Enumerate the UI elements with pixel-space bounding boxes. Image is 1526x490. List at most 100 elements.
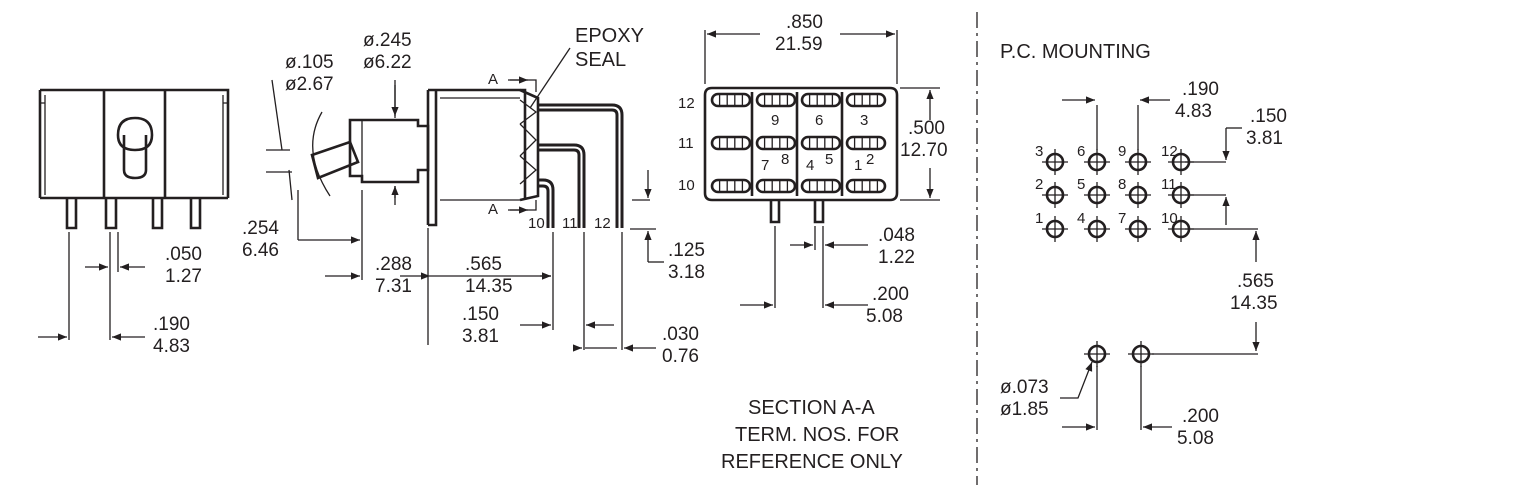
term-num-3: 3 [860, 112, 868, 129]
pc-hole-number: 3 [1035, 143, 1043, 160]
section-height-mm: 12.70 [900, 140, 948, 161]
term-label-12: 12 [594, 215, 611, 232]
handle-dia-mm: ø2.67 [285, 74, 334, 95]
contact-rows [710, 92, 887, 194]
pc-hole [1042, 216, 1068, 242]
pc-hole [1125, 149, 1151, 175]
pc-hole [1084, 216, 1110, 242]
mount-hole [1128, 341, 1154, 367]
contact-slot [800, 92, 842, 108]
contact-slot [755, 92, 797, 108]
pc-hole [1168, 182, 1194, 208]
pc-hole-number: 12 [1161, 143, 1178, 160]
pin-width-mm: 1.22 [878, 247, 915, 268]
row-label-11: 11 [678, 135, 694, 152]
term-num-6: 6 [815, 112, 823, 129]
term-label-11: 11 [562, 215, 578, 232]
contact-slot [710, 135, 752, 151]
handle-len-mm: 6.46 [242, 240, 279, 261]
mount-dia-mm: ø1.85 [1000, 399, 1049, 420]
row-label-12: 12 [678, 95, 695, 112]
pc-hole-number: 8 [1118, 176, 1126, 193]
front-view [38, 88, 230, 341]
term-height-mm: 3.18 [668, 262, 705, 283]
section-width-mm: 21.59 [775, 34, 823, 55]
pc-hole-number: 11 [1161, 176, 1177, 193]
front-span-in: .190 [153, 314, 190, 335]
pc-hole [1168, 216, 1194, 242]
epoxy-label-2: SEAL [575, 49, 626, 71]
row-offset-in: .565 [1237, 271, 1274, 292]
pc-hole [1168, 149, 1194, 175]
term-num-2: 2 [866, 151, 874, 168]
section-width-in: .850 [786, 12, 823, 33]
front-span-mm: 4.83 [153, 336, 190, 357]
mount-pitch-mm: 5.08 [1177, 428, 1214, 449]
pin-pitch-in: .200 [872, 284, 909, 305]
bushing-len-in: .288 [375, 254, 412, 275]
caption-line-3: REFERENCE ONLY [721, 451, 903, 473]
pc-hole-number: 4 [1077, 210, 1085, 227]
epoxy-label-1: EPOXY [575, 25, 644, 47]
pc-hole-number: 7 [1118, 210, 1126, 227]
term-height-in: .125 [668, 240, 705, 261]
body-len-mm: 14.35 [465, 276, 513, 297]
body-len-in: .565 [465, 254, 502, 275]
section-view [703, 30, 940, 309]
row-pitch-mm: 3.81 [1246, 128, 1283, 149]
col-pitch-in: .190 [1182, 79, 1219, 100]
pc-hole [1125, 182, 1151, 208]
term-num-4: 4 [806, 157, 814, 174]
term-thk-in: .030 [662, 324, 699, 345]
row-pitch-in: .150 [1250, 106, 1287, 127]
front-pitch-in: .050 [165, 244, 202, 265]
mount-dia-in: ø.073 [1000, 377, 1049, 398]
col-pitch-mm: 4.83 [1175, 101, 1212, 122]
term-offset-in: .150 [462, 304, 499, 325]
contact-slot [755, 135, 797, 151]
mount-pitch-in: .200 [1182, 406, 1219, 427]
side-view [266, 47, 664, 352]
handle-dia-in: ø.105 [285, 52, 334, 73]
contact-slot [710, 92, 752, 108]
contact-slot [755, 178, 797, 194]
mount-hole [1084, 341, 1110, 367]
term-num-5: 5 [825, 151, 833, 168]
pc-hole [1084, 182, 1110, 208]
bushing-dia-in: ø.245 [363, 30, 412, 51]
row-label-10: 10 [678, 177, 695, 194]
term-num-7: 7 [761, 157, 769, 174]
pc-hole-number: 10 [1161, 210, 1178, 227]
pc-hole-number: 6 [1077, 143, 1085, 160]
pc-hole-number: 9 [1118, 143, 1126, 160]
bushing-dia-mm: ø6.22 [363, 52, 412, 73]
pc-hole-number: 5 [1077, 176, 1085, 193]
term-num-1: 1 [854, 157, 862, 174]
pin-pitch-mm: 5.08 [866, 306, 903, 327]
term-offset-mm: 3.81 [462, 326, 499, 347]
pin-width-in: .048 [878, 225, 915, 246]
pc-hole [1042, 182, 1068, 208]
section-height-in: .500 [908, 118, 945, 139]
front-pitch-mm: 1.27 [165, 266, 202, 287]
contact-slot [800, 178, 842, 194]
term-label-10: 10 [528, 215, 545, 232]
pc-hole [1125, 216, 1151, 242]
pc-hole [1042, 149, 1068, 175]
section-mark-top: A [488, 71, 498, 88]
contact-slot [845, 178, 887, 194]
term-num-9: 9 [771, 112, 779, 129]
section-mark-bottom: A [488, 201, 498, 218]
pc-hole-number: 1 [1035, 210, 1043, 227]
pc-mounting-title: P.C. MOUNTING [1000, 41, 1151, 63]
term-thk-mm: 0.76 [662, 346, 699, 367]
pc-hole-number: 2 [1035, 176, 1043, 193]
pc-hole [1084, 149, 1110, 175]
handle-len-in: .254 [242, 218, 279, 239]
row-offset-mm: 14.35 [1230, 293, 1278, 314]
contact-slot [800, 135, 842, 151]
term-num-8: 8 [781, 151, 789, 168]
contact-slot [710, 178, 752, 194]
